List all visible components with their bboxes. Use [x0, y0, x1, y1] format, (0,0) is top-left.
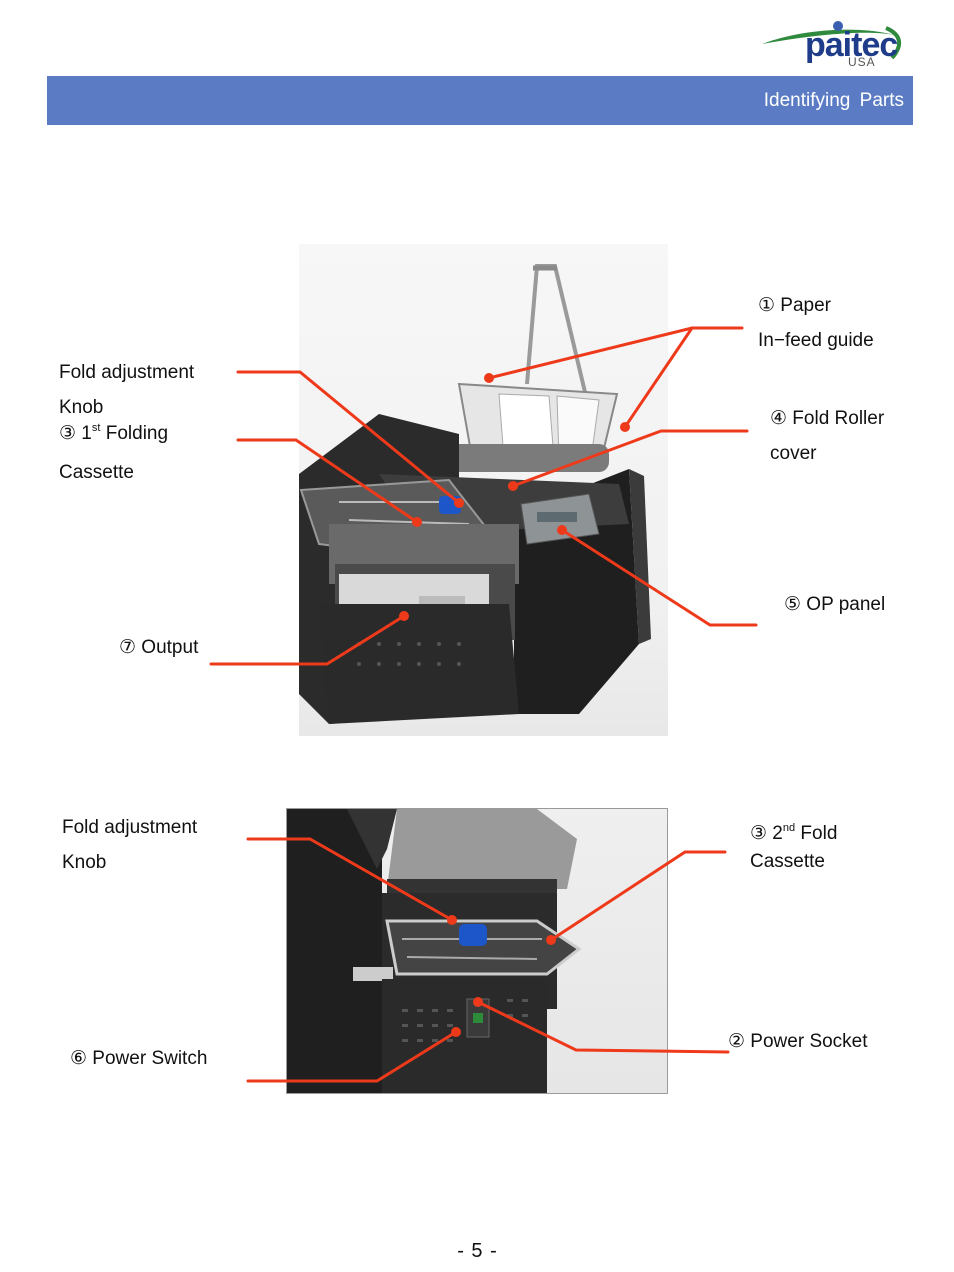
machine-side-photo — [286, 808, 668, 1094]
label-line: Knob — [59, 397, 104, 418]
machine-front-photo — [299, 244, 668, 736]
header-bar: Identifying Parts — [47, 76, 913, 125]
label-line: Knob — [62, 852, 107, 873]
label-rest: Fold — [795, 823, 838, 844]
label-line: Cassette — [59, 462, 134, 483]
label-sup: nd — [782, 822, 796, 834]
label-num: ③ 1 — [59, 423, 92, 444]
page-number: - 5 - — [457, 1240, 497, 1262]
label-line: ④ Fold Roller — [770, 408, 885, 429]
label-power-socket: ② Power Socket — [728, 1031, 868, 1052]
label-line: Fold adjustment — [62, 817, 198, 838]
label-op-panel: ⑤ OP panel — [784, 594, 886, 615]
section-title: Identifying Parts — [763, 90, 904, 111]
label-line: cover — [770, 443, 817, 464]
label-num: ③ 2 — [750, 823, 783, 844]
label-line: Fold adjustment — [59, 362, 195, 383]
label-sup: st — [91, 422, 101, 434]
label-line: In−feed guide — [758, 330, 874, 351]
logo-subtext: USA — [848, 55, 876, 69]
label-line: ③ 2nd Fold — [750, 820, 837, 848]
logo-wordmark: paitec — [805, 26, 898, 64]
label-line: ③ 1st Folding — [59, 416, 168, 451]
label-fold-adjustment-knob-2: Fold adjustment Knob — [62, 810, 197, 880]
label-line: ① Paper — [758, 295, 832, 316]
paitec-logo — [762, 21, 902, 60]
label-paper-infeed-guide: ① Paper In−feed guide — [758, 288, 874, 358]
label-first-folding-cassette: ③ 1st Folding Cassette — [59, 416, 168, 490]
label-fold-roller-cover: ④ Fold Roller cover — [770, 401, 884, 471]
label-fold-adjustment-knob-1: Fold adjustment Knob — [59, 355, 194, 425]
label-output: ⑦ Output — [119, 637, 199, 658]
label-second-fold-cassette: ③ 2nd Fold Cassette — [750, 820, 837, 876]
label-line: Cassette — [750, 851, 825, 872]
label-rest: Folding — [100, 423, 169, 444]
label-power-switch: ⑥ Power Switch — [70, 1048, 208, 1069]
